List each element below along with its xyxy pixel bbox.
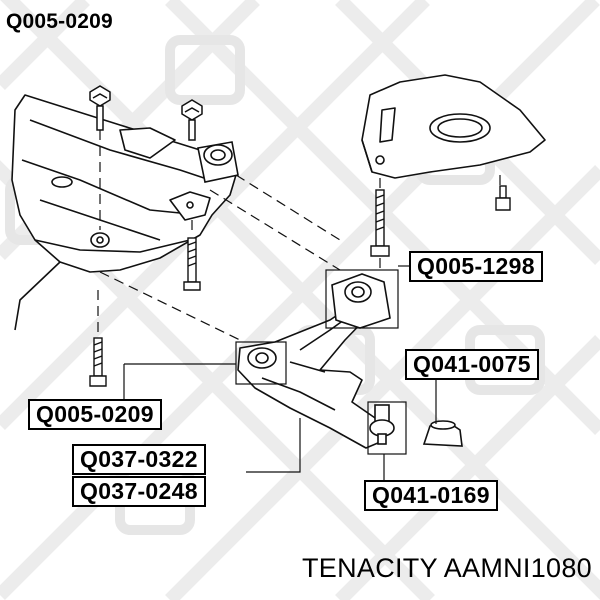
assembly-guides xyxy=(97,130,501,341)
page-title: Q005-0209 xyxy=(6,10,113,33)
part-label-q005-0209: Q005-0209 xyxy=(28,399,162,430)
part-label-q037-0322: Q037-0322 xyxy=(72,444,206,475)
part-label-q005-1298: Q005-1298 xyxy=(409,251,543,282)
bolt-long-left xyxy=(89,337,107,387)
bolt-long-right xyxy=(370,189,390,257)
part-label-q041-0075: Q041-0075 xyxy=(405,349,539,380)
bolt-small-right xyxy=(495,185,511,211)
ball-joint-boot xyxy=(422,420,463,447)
footer-text: TENACITY AAMNI1080 xyxy=(301,553,592,583)
upper-mount-bracket xyxy=(361,74,546,179)
subframe xyxy=(11,94,237,331)
bolt-top-2 xyxy=(181,99,203,141)
leader-lines xyxy=(123,265,437,480)
arm-front-bushing xyxy=(247,347,277,369)
ball-joint xyxy=(369,404,395,445)
part-label-q041-0169: Q041-0169 xyxy=(364,480,498,511)
bolt-long-center xyxy=(183,237,201,291)
bolt-top-1 xyxy=(89,85,111,131)
arm-rear-bushing xyxy=(331,273,391,329)
part-label-q037-0248: Q037-0248 xyxy=(72,476,206,507)
part-highlight-boxes xyxy=(235,269,407,455)
subframe-bushing xyxy=(197,141,239,183)
